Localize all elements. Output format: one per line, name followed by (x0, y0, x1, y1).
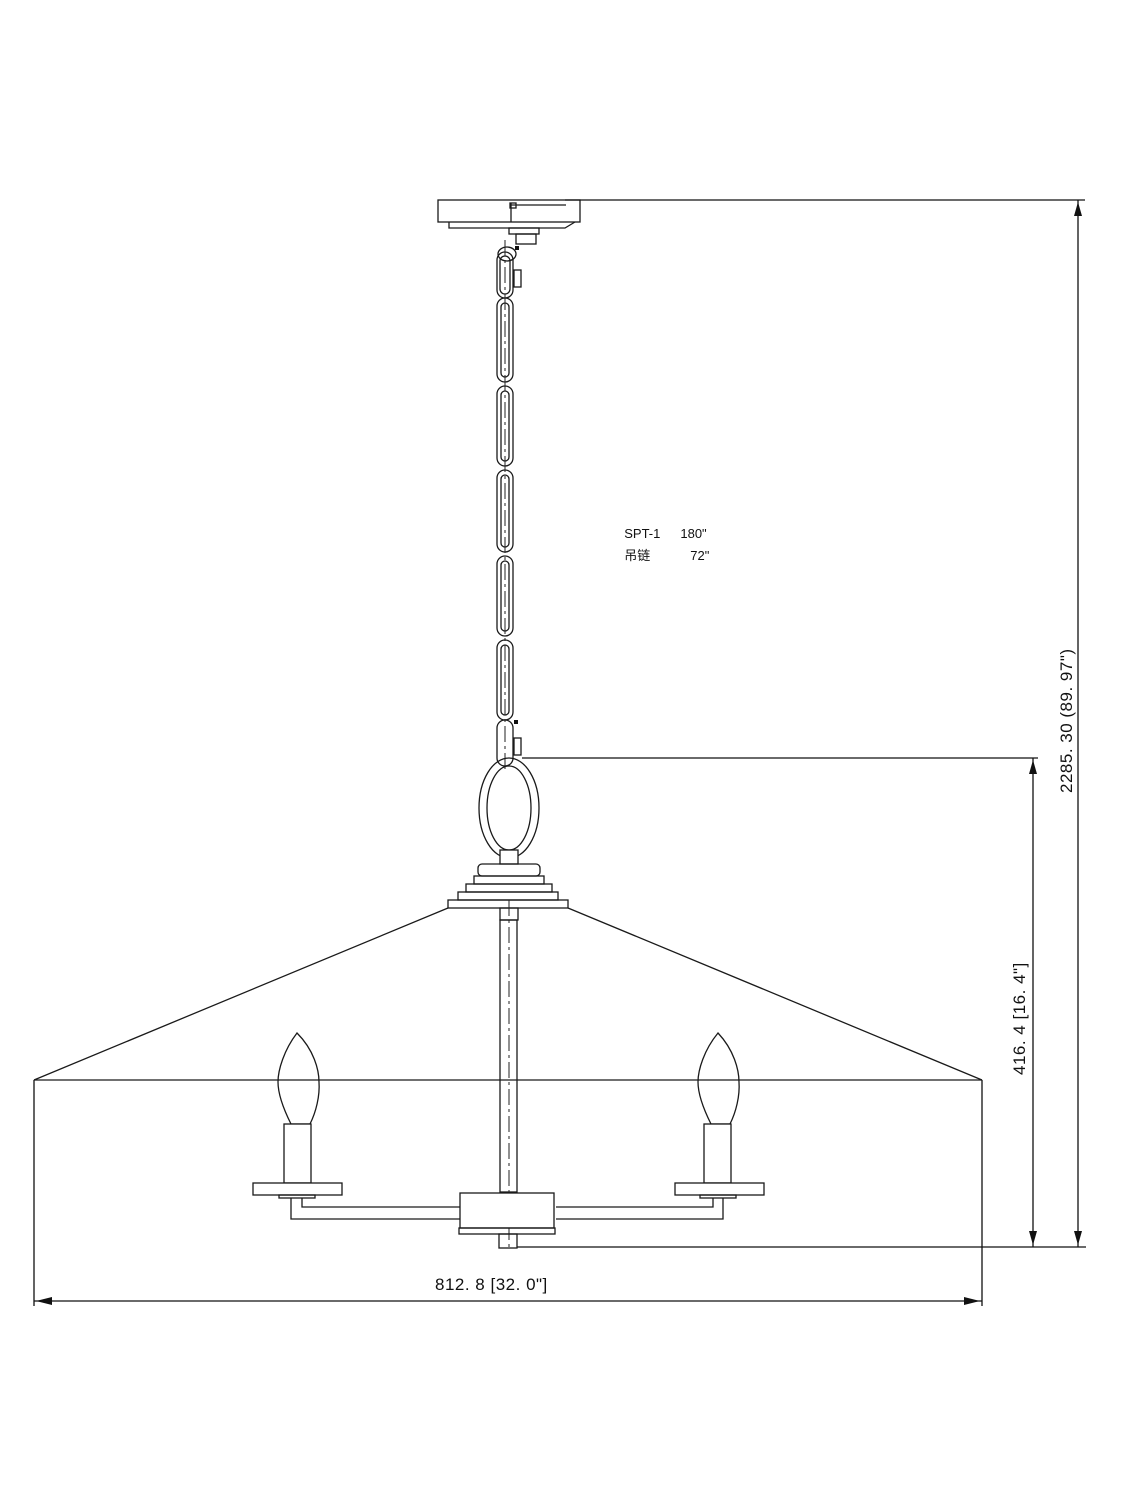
right-candle-arm (556, 1032, 765, 1220)
chain-note: 吊链 72" (617, 530, 709, 564)
shade-outline (33, 907, 983, 1081)
dimension-overall-height (565, 199, 1085, 1247)
cord-label: SPT-1 (624, 526, 661, 541)
width-label: 812. 8 [32. 0"] (435, 1275, 548, 1294)
overall-height-label: 2285. 30 (89. 97") (1057, 648, 1076, 793)
center-hub (458, 1192, 556, 1249)
dimension-width (33, 1080, 983, 1306)
dimension-body-height (517, 757, 1086, 1248)
suspension-chain (496, 240, 522, 770)
cord-note: SPT-1 180" (617, 511, 707, 541)
ceiling-canopy (437, 199, 581, 245)
cord-length: 180" (680, 526, 707, 541)
left-candle-arm (252, 1032, 460, 1220)
loop-and-cap (447, 757, 569, 921)
body-height-label: 416. 4 [16. 4"] (1010, 962, 1029, 1075)
chain-label: 吊链 (624, 548, 651, 563)
center-stem (499, 900, 518, 1250)
chain-length: 72" (690, 548, 710, 563)
